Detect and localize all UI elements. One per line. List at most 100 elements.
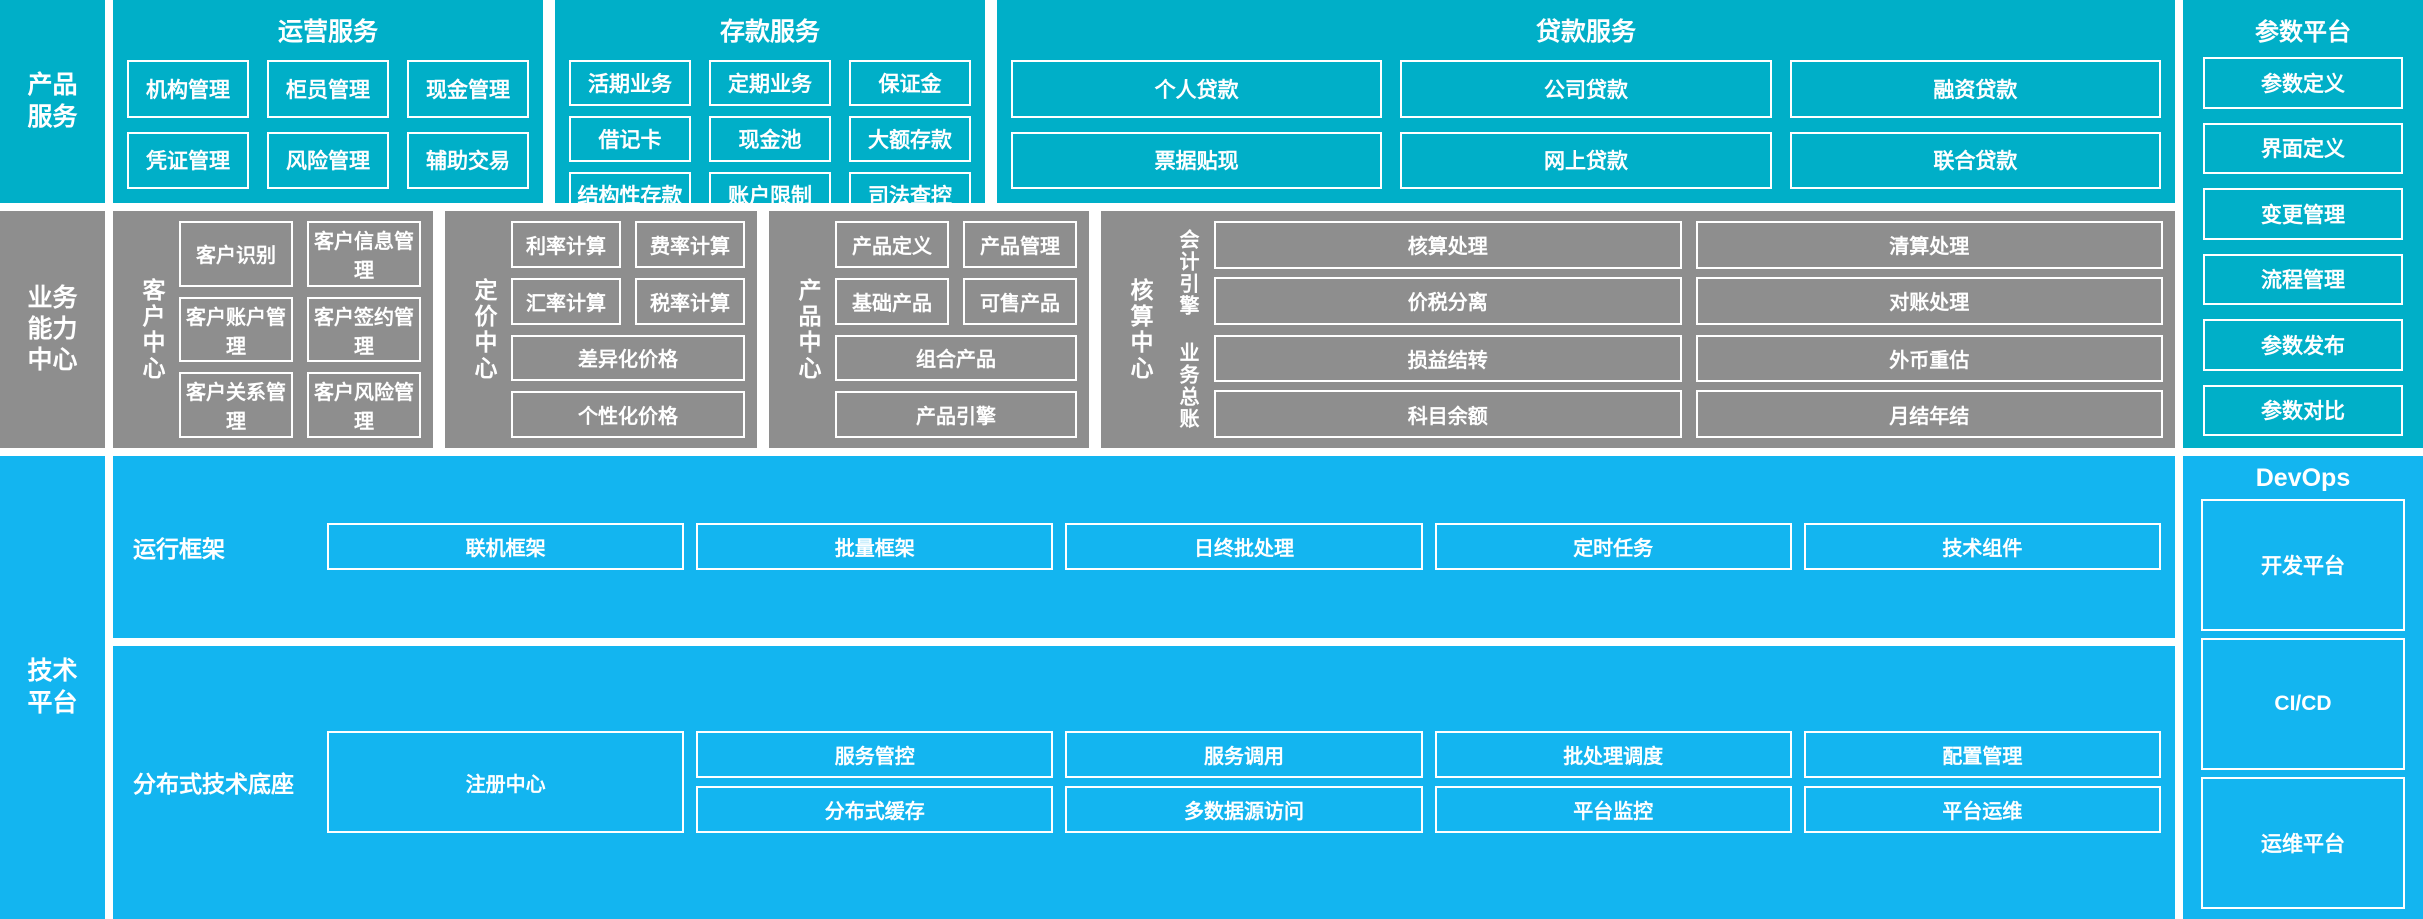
tech-item-batch-scheduling[interactable]: 批处理调度 <box>1434 731 1792 779</box>
capability-product-engine[interactable]: 产品引擎 <box>835 391 1077 438</box>
capability-row: 损益结转 外币重估 <box>1214 334 2163 383</box>
capability-customer-identification[interactable]: 客户识别 <box>179 221 293 287</box>
subgroup-label-business-ledger: 业务总账 <box>1176 342 1198 431</box>
service-item-corporate-loan[interactable]: 公司贷款 <box>1400 60 1772 118</box>
accounting-center-body: 会计引擎 核算处理 清算处理 价税分离 对账处理 <box>1167 221 2163 438</box>
service-item-time-business[interactable]: 定期业务 <box>709 60 831 106</box>
tech-item-distributed-cache[interactable]: 分布式缓存 <box>696 786 1054 834</box>
service-item-cash-pool[interactable]: 现金池 <box>709 116 831 162</box>
tech-item-service-invocation[interactable]: 服务调用 <box>1065 731 1423 779</box>
tech-item-online-framework[interactable]: 联机框架 <box>327 523 685 571</box>
capability-row: 客户识别 客户信息管理 <box>179 221 421 287</box>
capability-accounting-processing[interactable]: 核算处理 <box>1214 221 1682 269</box>
capability-personalized-pricing[interactable]: 个性化价格 <box>511 391 745 438</box>
param-item-parameter-comparison[interactable]: 参数对比 <box>2203 384 2403 436</box>
param-item-change-management[interactable]: 变更管理 <box>2203 188 2403 240</box>
service-item-debit-card[interactable]: 借记卡 <box>569 116 691 162</box>
param-item-process-management[interactable]: 流程管理 <box>2203 253 2403 305</box>
service-item-voucher-management[interactable]: 凭证管理 <box>127 131 249 189</box>
capability-row: 产品定义 产品管理 <box>835 221 1077 268</box>
capability-product-definition[interactable]: 产品定义 <box>835 221 949 268</box>
tech-label-line-2: 平台 <box>27 688 78 717</box>
tech-item-registry-center[interactable]: 注册中心 <box>327 731 685 834</box>
capability-clearing-processing[interactable]: 清算处理 <box>1695 221 2163 269</box>
tech-item-configuration-management[interactable]: 配置管理 <box>1803 731 2161 779</box>
capability-fee-rate-calculation[interactable]: 费率计算 <box>635 221 745 268</box>
panel-title-devops: DevOps <box>2255 464 2351 492</box>
tech-item-platform-monitoring[interactable]: 平台监控 <box>1434 786 1792 834</box>
capability-row: 价税分离 对账处理 <box>1214 276 2163 325</box>
capability-profit-loss-carryover[interactable]: 损益结转 <box>1214 334 1682 383</box>
capability-customer-relationship-management[interactable]: 客户关系管理 <box>179 372 293 439</box>
product-center-body: 产品定义 产品管理 基础产品 可售产品 组合产品 产品引擎 <box>835 221 1077 438</box>
deposit-service-grid: 活期业务 定期业务 保证金 借记卡 现金池 大额存款 结构性存款 账户限制 司法… <box>569 60 971 218</box>
service-item-auxiliary-transaction[interactable]: 辅助交易 <box>407 131 529 189</box>
capability-composite-product[interactable]: 组合产品 <box>835 334 1077 382</box>
pricing-center-body: 利率计算 费率计算 汇率计算 税率计算 差异化价格 个性化价格 <box>511 221 745 438</box>
capability-tax-rate-calculation[interactable]: 税率计算 <box>635 277 745 325</box>
panel-parameter-platform: 参数平台 参数定义 界面定义 变更管理 流程管理 参数发布 参数对比 <box>2183 0 2423 448</box>
capability-customer-info-management[interactable]: 客户信息管理 <box>307 221 421 287</box>
capability-row: 核算处理 清算处理 <box>1214 221 2163 269</box>
param-item-interface-definition[interactable]: 界面定义 <box>2203 122 2403 174</box>
operations-service-grid: 机构管理 柜员管理 现金管理 凭证管理 风险管理 辅助交易 <box>127 60 529 189</box>
devops-items: 开发平台 CI/CD 运维平台 <box>2201 499 2405 909</box>
tech-item-service-governance[interactable]: 服务管控 <box>696 731 1054 779</box>
panel-devops: DevOps 开发平台 CI/CD 运维平台 <box>2183 456 2423 919</box>
customer-center-body: 客户识别 客户信息管理 客户账户管理 客户签约管理 客户关系管理 客户风险管理 <box>179 221 421 439</box>
tech-row-label-distributed-base: 分布式技术底座 <box>133 771 294 798</box>
panel-title-operations: 运营服务 <box>277 18 378 46</box>
capability-differentiated-pricing[interactable]: 差异化价格 <box>511 334 745 382</box>
service-item-online-loan[interactable]: 网上贷款 <box>1400 131 1772 189</box>
service-item-financing-loan[interactable]: 融资贷款 <box>1789 60 2161 118</box>
business-capability-layer: 业务 能力 中心 客户中心 客户识别 客户信息管理 客户账户管理 客户签约管理 <box>0 211 2423 448</box>
service-item-teller-management[interactable]: 柜员管理 <box>267 60 389 118</box>
tech-item-multi-datasource-access[interactable]: 多数据源访问 <box>1065 786 1423 834</box>
capability-reconciliation-processing[interactable]: 对账处理 <box>1695 276 2163 325</box>
capability-row: 客户账户管理 客户签约管理 <box>179 296 421 363</box>
tech-item-scheduled-task[interactable]: 定时任务 <box>1434 523 1792 571</box>
capability-base-product[interactable]: 基础产品 <box>835 277 949 325</box>
param-item-parameter-release[interactable]: 参数发布 <box>2203 319 2403 371</box>
capability-row: 组合产品 <box>835 334 1077 382</box>
devops-item-development-platform[interactable]: 开发平台 <box>2201 499 2405 631</box>
layer-label-line-1: 产品 <box>27 71 78 100</box>
devops-item-operations-platform[interactable]: 运维平台 <box>2201 777 2405 909</box>
param-item-parameter-definition[interactable]: 参数定义 <box>2203 57 2403 109</box>
tech-row-distributed-base: 分布式技术底座 注册中心 服务管控 服务调用 批处理调度 配置管理 分布式缓存 … <box>113 645 2175 919</box>
service-item-demand-business[interactable]: 活期业务 <box>569 60 691 106</box>
technical-platform-layer: 技术 平台 运行框架 联机框架 批量框架 日终批处理 定时任务 技术组件 分布式… <box>0 456 2423 919</box>
panel-title-loan: 贷款服务 <box>1535 18 1636 46</box>
service-item-cash-management[interactable]: 现金管理 <box>407 60 529 118</box>
tech-item-technical-component[interactable]: 技术组件 <box>1803 523 2161 571</box>
parameter-platform-wrapper: 参数平台 参数定义 界面定义 变更管理 流程管理 参数发布 参数对比 <box>2183 0 2423 448</box>
capability-foreign-currency-revaluation[interactable]: 外币重估 <box>1695 334 2163 383</box>
tech-item-batch-framework[interactable]: 批量框架 <box>696 523 1054 571</box>
capability-subject-balance[interactable]: 科目余额 <box>1214 390 1682 438</box>
capability-product-management[interactable]: 产品管理 <box>963 221 1077 268</box>
tech-item-platform-operations[interactable]: 平台运维 <box>1803 786 2161 834</box>
capability-row: 个性化价格 <box>511 391 745 438</box>
tech-row-label-runtime-framework: 运行框架 <box>133 535 225 562</box>
center-customer: 客户中心 客户识别 客户信息管理 客户账户管理 客户签约管理 客户关系管理 客户… <box>113 211 433 448</box>
product-service-layer: 产品 服务 运营服务 机构管理 柜员管理 现金管理 凭证管理 风险管理 辅助交易… <box>0 0 2423 218</box>
capability-exchange-rate-calculation[interactable]: 汇率计算 <box>511 277 621 325</box>
capability-customer-contract-management[interactable]: 客户签约管理 <box>307 296 421 363</box>
capability-customer-account-management[interactable]: 客户账户管理 <box>179 296 293 363</box>
capability-month-year-end-closing[interactable]: 月结年结 <box>1695 390 2163 438</box>
service-item-risk-management[interactable]: 风险管理 <box>267 131 389 189</box>
service-item-margin-deposit[interactable]: 保证金 <box>849 60 971 106</box>
service-item-joint-loan[interactable]: 联合贷款 <box>1789 131 2161 189</box>
capability-interest-rate-calculation[interactable]: 利率计算 <box>511 221 621 268</box>
service-item-large-deposit[interactable]: 大额存款 <box>849 116 971 162</box>
service-item-personal-loan[interactable]: 个人贷款 <box>1011 60 1383 118</box>
capability-customer-risk-management[interactable]: 客户风险管理 <box>307 372 421 439</box>
capability-sellable-product[interactable]: 可售产品 <box>963 277 1077 325</box>
accounting-subgroup-ledger: 业务总账 损益结转 外币重估 科目余额 月结年结 <box>1167 334 2163 438</box>
service-item-bill-discount[interactable]: 票据贴现 <box>1011 131 1383 189</box>
service-item-organization-management[interactable]: 机构管理 <box>127 60 249 118</box>
layer-label-technical-platform: 技术 平台 <box>0 456 105 919</box>
devops-item-cicd[interactable]: CI/CD <box>2201 638 2405 770</box>
tech-item-eod-batch-processing[interactable]: 日终批处理 <box>1065 523 1423 571</box>
capability-price-tax-separation[interactable]: 价税分离 <box>1214 276 1682 325</box>
